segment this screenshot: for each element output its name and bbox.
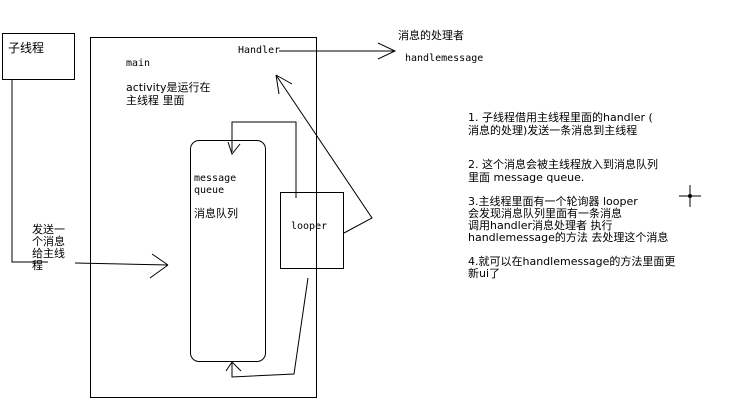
queue-top-line [231, 121, 297, 198]
note-3-line2: 会发现消息队列里面有一条消息 [468, 207, 622, 220]
send-label-line2: 个消息 [32, 235, 65, 248]
send-message-arrow [74, 253, 169, 279]
queue-label-cn: 消息队列 [194, 207, 238, 220]
send-label-line4: 程 [32, 259, 43, 272]
looper-to-handler-arrow [275, 74, 373, 234]
handler-to-processor-arrow [279, 42, 397, 60]
activity-label-line1: activity是运行在 [126, 81, 211, 94]
worker-thread-box [2, 33, 75, 80]
send-label-line3: 给主线 [32, 247, 65, 260]
note-2-line1: 2. 这个消息会被主线程放入到消息队列 [468, 158, 658, 171]
send-label-line1: 发送一 [32, 223, 65, 236]
note-1-line2: 消息的处理)发送一条消息到主线程 [468, 124, 638, 137]
looper-box [280, 192, 344, 269]
handler-label: Handler [238, 45, 281, 56]
main-thread-box [90, 37, 317, 398]
worker-thread-line [11, 80, 48, 263]
note-4-line1: 4.就可以在handlemessage的方法里面更 [468, 255, 676, 268]
looper-label: looper [291, 221, 328, 232]
queue-top-arrow [227, 141, 241, 156]
note-3-line1: 3.主线程里面有一个轮询器 looper [468, 195, 638, 208]
queue-label-line2: queue [194, 185, 225, 196]
message-queue-box [190, 140, 266, 362]
looper-bottom-loop [231, 277, 309, 378]
note-3-line3: 调用handler消息处理者 执行 [468, 219, 613, 232]
queue-label-line1: message [194, 173, 237, 184]
worker-thread-label: 子线程 [8, 41, 45, 55]
processor-title: 消息的处理者 [398, 29, 464, 42]
note-4-line2: 新ui了 [468, 267, 501, 280]
note-2-line2: 里面 message queue. [468, 171, 585, 184]
activity-label-line2: 主线程 里面 [126, 94, 185, 107]
main-label: main [126, 58, 151, 69]
queue-bottom-arrow [225, 361, 242, 372]
processor-method: handlemessage [405, 53, 484, 64]
note-3-line4: handlemessage的方法 去处理这个消息 [468, 231, 669, 244]
note-1-line1: 1. 子线程借用主线程里面的handler ( [468, 111, 653, 124]
